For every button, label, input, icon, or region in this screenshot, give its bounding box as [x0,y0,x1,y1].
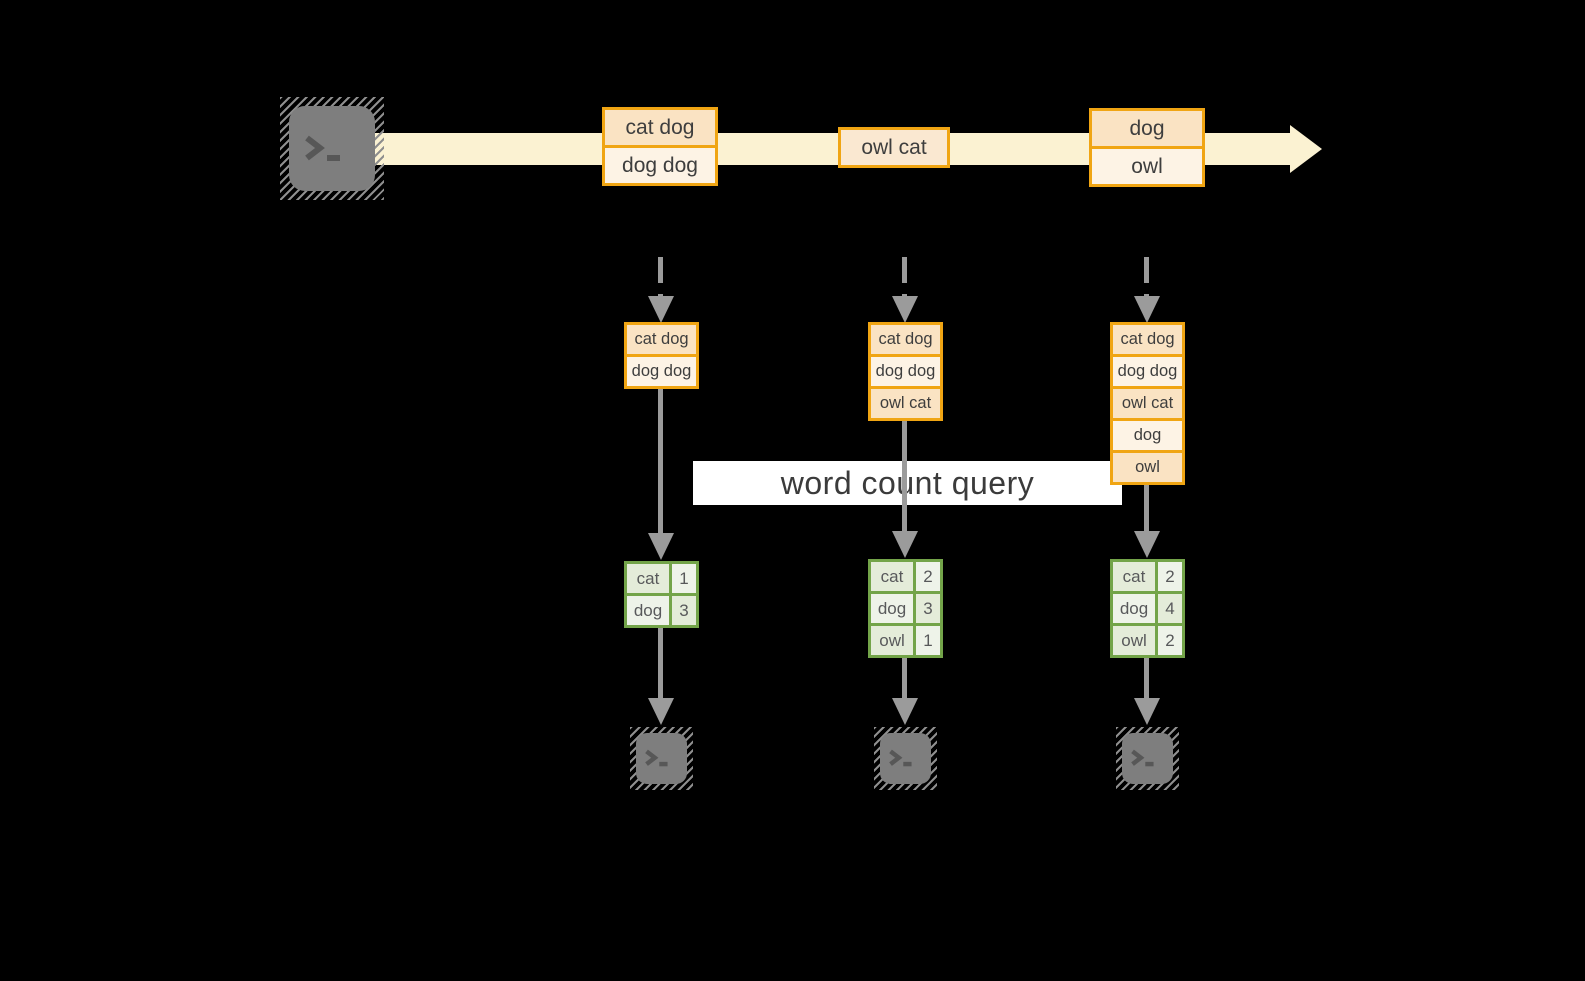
terminal-icon [636,733,687,784]
event-cell: dog dog [871,354,940,386]
word-cell: owl [871,626,913,655]
table-row: cat 2 [871,562,940,591]
prompt-icon [305,135,340,161]
count-cell: 4 [1155,594,1182,623]
ingest-dashed-line [902,257,907,299]
arrowhead-icon [648,698,674,725]
stream-arrowhead-icon [1290,125,1322,173]
arrowhead-icon [648,533,674,560]
word-cell: dog [871,594,913,623]
ingest-dashed-line [658,257,663,299]
table-row: dog 4 [1113,591,1182,623]
prompt-icon [645,749,668,766]
flow-line [902,658,907,700]
table-row: owl 2 [1113,623,1182,655]
buffered-events-col1: cat dog dog dog [624,322,699,389]
arrowhead-icon [1134,698,1160,725]
table-row: owl 1 [871,623,940,655]
event-cell: cat dog [1113,325,1182,354]
count-table-col3: cat 2 dog 4 owl 2 [1110,559,1185,658]
count-cell: 1 [913,626,940,655]
event-cell: owl [1113,450,1182,482]
flow-line [658,628,663,700]
buffered-events-col3: cat dog dog dog owl cat dog owl [1110,322,1185,485]
count-table-col2: cat 2 dog 3 owl 1 [868,559,943,658]
sink-terminal-col3 [1116,727,1179,790]
count-table-col1: cat 1 dog 3 [624,561,699,628]
arrowhead-icon [892,531,918,558]
source-terminal [280,97,384,200]
count-cell: 2 [1155,626,1182,655]
table-row: cat 1 [627,564,696,593]
flow-line [1144,481,1149,533]
flow-line [1144,658,1149,700]
word-cell: dog [627,596,669,625]
event-cell: owl cat [871,386,940,418]
prompt-icon [1131,749,1154,766]
stream-event-group-1: cat dog dog dog [602,107,718,186]
flow-line [658,388,663,535]
sink-terminal-col2 [874,727,937,790]
word-cell: cat [1113,562,1155,591]
word-cell: cat [627,564,669,593]
arrowhead-icon [892,296,918,323]
table-row: dog 3 [871,591,940,623]
flow-line [902,420,907,533]
event-cell: cat dog [871,325,940,354]
event-cell: cat dog [627,325,696,354]
table-row: cat 2 [1113,562,1182,591]
event-cell: dog [1092,111,1202,146]
event-cell: dog dog [1113,354,1182,386]
word-cell: cat [871,562,913,591]
word-count-query-banner: word count query [693,461,1122,505]
count-cell: 3 [913,594,940,623]
event-cell: cat dog [605,110,715,145]
terminal-icon [880,733,931,784]
arrowhead-icon [648,296,674,323]
sink-terminal-col1 [630,727,693,790]
ingest-dashed-line [1144,257,1149,299]
buffered-events-col2: cat dog dog dog owl cat [868,322,943,421]
stream-event-group-2: owl cat [838,127,950,168]
count-cell: 3 [669,596,696,625]
word-cell: owl [1113,626,1155,655]
terminal-icon [1122,733,1173,784]
table-row: dog 3 [627,593,696,625]
count-cell: 2 [1155,562,1182,591]
stream-event-group-3: dog owl [1089,108,1205,187]
count-cell: 1 [669,564,696,593]
terminal-icon [289,106,375,191]
prompt-icon [889,749,912,766]
arrowhead-icon [1134,296,1160,323]
event-cell: dog dog [627,354,696,386]
word-cell: dog [1113,594,1155,623]
arrowhead-icon [892,698,918,725]
event-cell: owl cat [1113,386,1182,418]
event-cell: owl [1092,146,1202,184]
event-cell: dog [1113,418,1182,450]
count-cell: 2 [913,562,940,591]
event-cell: owl cat [841,130,947,165]
arrowhead-icon [1134,531,1160,558]
event-cell: dog dog [605,145,715,183]
